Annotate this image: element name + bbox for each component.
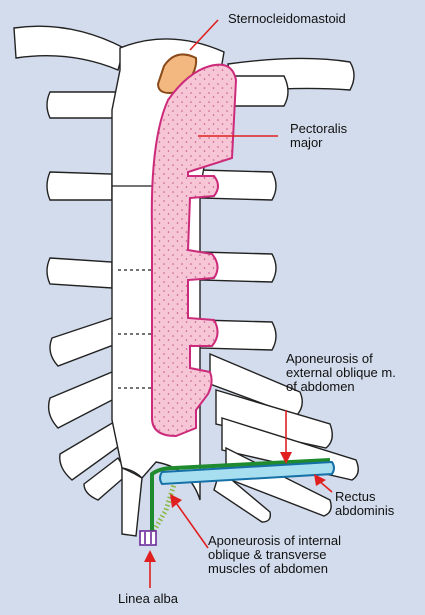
xiphoid-process bbox=[121, 466, 143, 537]
pectoralis-major-muscle bbox=[150, 63, 238, 438]
rib-left-6 bbox=[59, 420, 123, 481]
internal-oblique-aponeurosis bbox=[149, 477, 179, 536]
rib-right-4 bbox=[199, 319, 277, 351]
pointer-internal-oblique bbox=[173, 499, 209, 549]
rib-left-4 bbox=[49, 317, 117, 367]
label-sternocleidomastoid: Sternocleidomastoid bbox=[228, 11, 346, 26]
ribs-left bbox=[46, 91, 129, 501]
rib-left-2 bbox=[46, 171, 113, 201]
label-pectoralis-major: Pectoralis major bbox=[290, 121, 348, 150]
ribs-right bbox=[199, 75, 359, 523]
rib-left-3 bbox=[46, 257, 113, 289]
pointer-lines bbox=[144, 19, 333, 588]
rib-right-2 bbox=[199, 169, 277, 201]
label-linea-alba: Linea alba bbox=[118, 591, 178, 606]
linea-alba bbox=[139, 530, 157, 546]
label-external-oblique-aponeurosis: Aponeurosis of external oblique m. of ab… bbox=[286, 351, 396, 394]
label-rectus-abdominis: Rectus abdominis bbox=[335, 489, 395, 518]
label-internal-oblique-aponeurosis: Aponeurosis of internal oblique & transv… bbox=[208, 533, 341, 576]
rib-right-9 bbox=[213, 468, 272, 523]
rib-left-5 bbox=[47, 371, 117, 429]
clavicle-left bbox=[13, 25, 125, 71]
rectus-abdominis-muscle bbox=[159, 460, 335, 486]
external-oblique-aponeurosis bbox=[150, 458, 331, 534]
rib-right-6 bbox=[215, 389, 333, 449]
rib-right-3 bbox=[199, 251, 277, 283]
pointer-sternocleidomastoid bbox=[189, 19, 219, 51]
rib-left-1 bbox=[46, 91, 121, 119]
